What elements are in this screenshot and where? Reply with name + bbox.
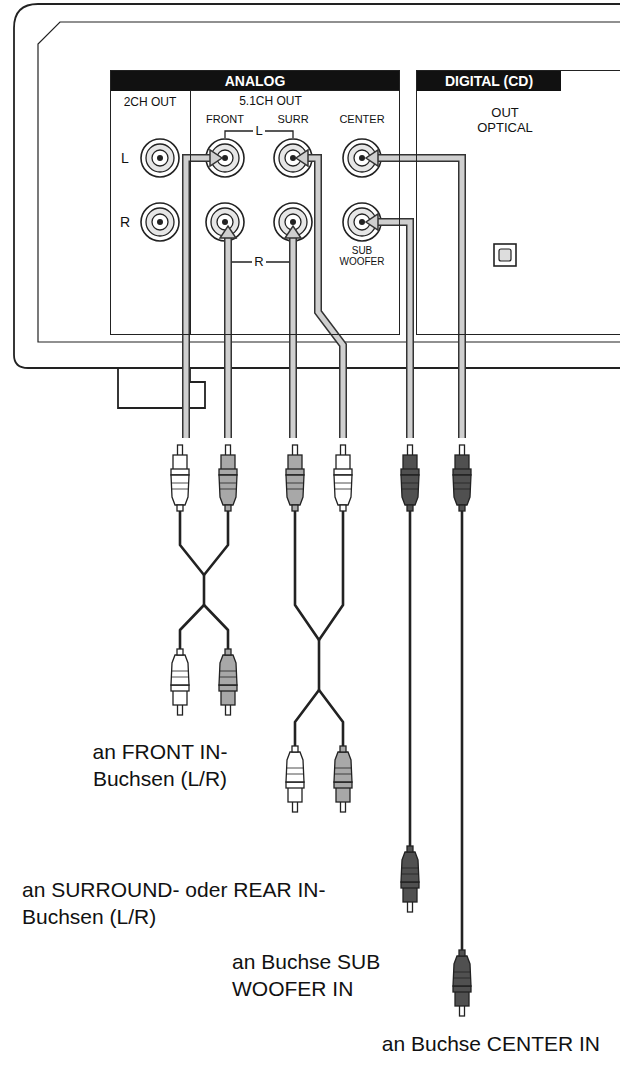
channel-bracket <box>225 131 293 262</box>
panel-heading: DIGITAL (CD) <box>417 71 561 91</box>
cable <box>319 511 343 640</box>
output-group-label: 2CH OUT <box>124 95 177 109</box>
insert-arrow <box>186 150 222 438</box>
cable <box>295 511 319 640</box>
rca-plug <box>171 649 189 715</box>
rca-jack <box>274 203 312 241</box>
jack-label: CENTER <box>339 113 384 125</box>
cable <box>295 690 319 746</box>
insert-arrow <box>220 226 236 438</box>
jack-label: FRONT <box>206 113 244 125</box>
jack-label: SURR <box>273 113 313 126</box>
cable <box>203 575 206 605</box>
rca-plug <box>401 445 419 511</box>
destination-note: an Buchse CENTER IN <box>382 1032 600 1055</box>
cable <box>180 605 204 649</box>
insert-arrows <box>186 150 462 438</box>
destination-note: an Buchse SUB WOOFER IN <box>232 948 407 1002</box>
cable <box>409 511 412 846</box>
cable <box>461 511 464 950</box>
housing-foot <box>118 368 205 408</box>
channel-letter: R <box>117 214 133 230</box>
destination-note: an Buchse CENTER IN <box>290 1030 600 1057</box>
rca-jack <box>206 203 244 241</box>
jack-label: FRONT <box>200 113 250 126</box>
cable <box>180 511 204 575</box>
destination-note: an FRONT IN- Buchsen (L/R) <box>65 738 255 792</box>
cable <box>204 605 228 649</box>
rca-plug <box>334 445 352 511</box>
channel-letter: L <box>251 123 267 138</box>
rca-plug <box>453 445 471 511</box>
cable <box>319 690 343 746</box>
channel-letter: L <box>117 150 133 166</box>
insert-arrow <box>366 150 462 438</box>
jack-label: SUB WOOFER <box>340 245 385 267</box>
channel-letter: L <box>121 150 129 166</box>
insert-arrow <box>285 226 301 438</box>
channel-letter: L <box>253 123 264 138</box>
rca-jack <box>343 139 381 177</box>
destination-note: an Buchse SUB WOOFER IN <box>232 950 380 1000</box>
rca-jack <box>206 139 244 177</box>
digital-panel: DIGITAL (CD) OUT OPTICAL <box>416 70 620 335</box>
channel-letter: R <box>252 254 265 269</box>
cable <box>318 640 321 690</box>
destination-note: an SURROUND- oder REAR IN-Buchsen (L/R) <box>22 876 342 930</box>
panel-heading: ANALOG <box>111 71 399 91</box>
jack-label: CENTER <box>330 113 394 126</box>
output-group-label: 2CH OUT <box>112 95 188 109</box>
panel-text: 5.1CH OUT <box>211 94 331 108</box>
cable <box>204 511 228 575</box>
channel-letter: R <box>120 214 130 230</box>
insert-arrow <box>296 150 343 438</box>
rca-plug <box>334 746 352 812</box>
analog-panel: ANALOG 5.1CH OUT <box>110 70 400 335</box>
jack-label: SURR <box>277 113 308 125</box>
rca-jack <box>141 203 179 241</box>
rca-plug <box>171 445 189 511</box>
destination-note: an SURROUND- oder REAR IN-Buchsen (L/R) <box>22 878 325 928</box>
rca-jack <box>343 203 381 241</box>
optical-port <box>494 244 516 266</box>
rca-plug <box>453 950 471 1016</box>
jack-label: SUB WOOFER <box>334 245 390 267</box>
rca-plug <box>219 445 237 511</box>
rca-jack <box>141 139 179 177</box>
rca-plug <box>286 746 304 812</box>
rca-jacks <box>141 139 381 241</box>
rca-jack <box>274 139 312 177</box>
rca-plug <box>401 846 419 912</box>
destination-note: an FRONT IN- Buchsen (L/R) <box>93 740 228 790</box>
panel-text: OUT OPTICAL <box>465 105 545 135</box>
rca-plug <box>286 445 304 511</box>
insert-arrow <box>366 214 410 438</box>
rca-plug <box>219 649 237 715</box>
surround-out-panel: 5.1CH OUT <box>190 90 400 335</box>
channel-letter: R <box>251 254 267 269</box>
